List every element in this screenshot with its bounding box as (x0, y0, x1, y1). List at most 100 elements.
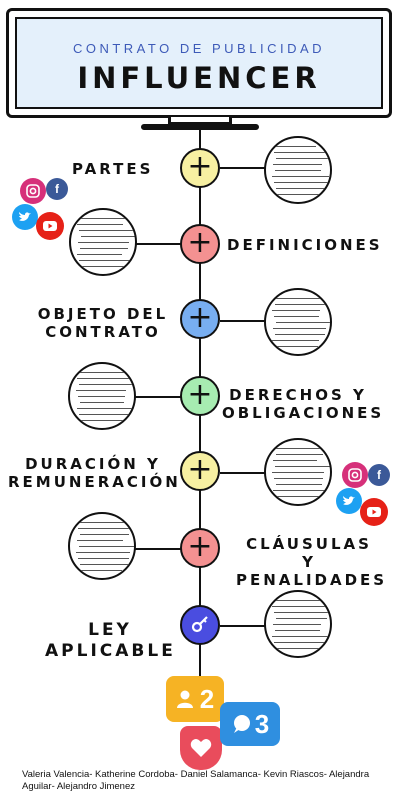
plus-icon: + (187, 528, 213, 564)
document-text-line (77, 570, 122, 571)
document-text-line (79, 230, 135, 231)
document-text-line (79, 546, 134, 547)
document-thumbnail-ley (264, 590, 332, 658)
plus-icon: + (187, 148, 213, 184)
connector-partes (220, 167, 268, 169)
heart-icon (190, 739, 212, 757)
document-text-line (77, 378, 133, 379)
node-derechos-y-obligaciones[interactable]: + (180, 376, 220, 416)
document-text-line (272, 472, 324, 473)
label-partes: PARTES (72, 160, 154, 178)
youtube-icon (360, 498, 388, 526)
comment-icon (233, 715, 250, 733)
document-text-line (276, 158, 328, 159)
document-text-line (272, 176, 329, 177)
document-text-line (273, 194, 321, 195)
document-text-line (276, 648, 326, 649)
label-definiciones: DEFINICIONES (227, 236, 383, 254)
document-text-line (276, 618, 327, 619)
document-thumbnail-duracion (264, 438, 332, 506)
document-text-line (272, 310, 320, 311)
document-text-line (273, 460, 317, 461)
connector-objeto (220, 320, 268, 322)
document-text-line (81, 236, 135, 237)
document-text-line (76, 390, 126, 391)
key-icon (190, 610, 210, 640)
document-thumbnail-partes (264, 136, 332, 204)
document-text-line (273, 298, 327, 299)
like-notification-badge (180, 726, 222, 770)
facebook-icon: f (368, 464, 390, 486)
document-text-line (80, 248, 128, 249)
document-text-line (275, 600, 321, 601)
document-text-line (80, 564, 128, 565)
document-text-line (77, 254, 122, 255)
monitor-screen: CONTRATO DE PUBLICIDAD INFLUENCER (15, 17, 383, 109)
document-text-line (77, 540, 123, 541)
document-text-line (276, 484, 322, 485)
document-text-line (276, 454, 323, 455)
document-text-line (80, 534, 129, 535)
node-duracion-y-remuneracion[interactable]: + (180, 451, 220, 491)
document-thumbnail-clausulas (68, 512, 136, 580)
facebook-icon: f (46, 178, 68, 200)
document-text-line (77, 408, 132, 409)
document-text-line (272, 340, 319, 341)
comment-notification-badge: 3 (220, 702, 280, 746)
document-text-line (275, 334, 325, 335)
document-thumbnail-definiciones (69, 208, 137, 276)
document-thumbnail-derechos (68, 362, 136, 430)
plus-icon: + (187, 376, 213, 412)
document-text-line (274, 152, 329, 153)
connector-derechos (134, 396, 182, 398)
user-icon (176, 690, 193, 708)
document-text-line (273, 328, 326, 329)
document-text-line (273, 624, 321, 625)
document-text-line (78, 242, 129, 243)
document-text-line (80, 402, 124, 403)
header-subtitle: CONTRATO DE PUBLICIDAD (72, 41, 326, 56)
plus-icon: + (187, 451, 213, 487)
label-clausulas-y-penalidades: CLÁUSULAS Y PENALIDADES (236, 535, 388, 589)
document-text-line (276, 322, 330, 323)
document-text-line (80, 372, 125, 373)
document-text-line (274, 182, 328, 183)
document-text-line (272, 146, 316, 147)
document-text-line (274, 316, 319, 317)
label-derechos-y-obligaciones: DERECHOS Y OBLIGACIONES (222, 386, 385, 422)
document-text-line (79, 260, 135, 261)
node-clausulas-y-penalidades[interactable]: + (180, 528, 220, 568)
label-objeto-del-contrato: OBJETO DEL CONTRATO (37, 305, 169, 341)
document-text-line (80, 218, 129, 219)
connector-definiciones (130, 243, 182, 245)
document-thumbnail-objeto (264, 288, 332, 356)
plus-icon: + (187, 299, 213, 335)
node-definiciones[interactable]: + (180, 224, 220, 264)
comment-count: 3 (254, 708, 270, 739)
document-text-line (76, 420, 125, 421)
document-text-line (77, 224, 123, 225)
document-text-line (274, 346, 318, 347)
instagram-icon (20, 178, 46, 204)
user-notification-badge: 2 (166, 676, 224, 722)
node-ley-aplicable[interactable] (180, 605, 220, 645)
document-text-line (276, 188, 327, 189)
document-text-line (274, 612, 328, 613)
plus-icon: + (187, 224, 213, 260)
document-text-line (272, 606, 329, 607)
node-partes[interactable]: + (180, 148, 220, 188)
document-text-line (275, 630, 320, 631)
header-title: INFLUENCER (77, 61, 321, 95)
document-text-line (81, 266, 134, 267)
connector-ley (220, 625, 268, 627)
document-text-line (78, 396, 125, 397)
document-text-line (275, 496, 329, 497)
document-text-line (273, 490, 330, 491)
monitor-frame: CONTRATO DE PUBLICIDAD INFLUENCER (6, 8, 392, 118)
document-text-line (275, 170, 321, 171)
document-text-line (274, 642, 327, 643)
node-objeto-del-contrato[interactable]: + (180, 299, 220, 339)
connector-duracion (220, 472, 268, 474)
document-text-line (76, 552, 130, 553)
youtube-icon (36, 212, 64, 240)
